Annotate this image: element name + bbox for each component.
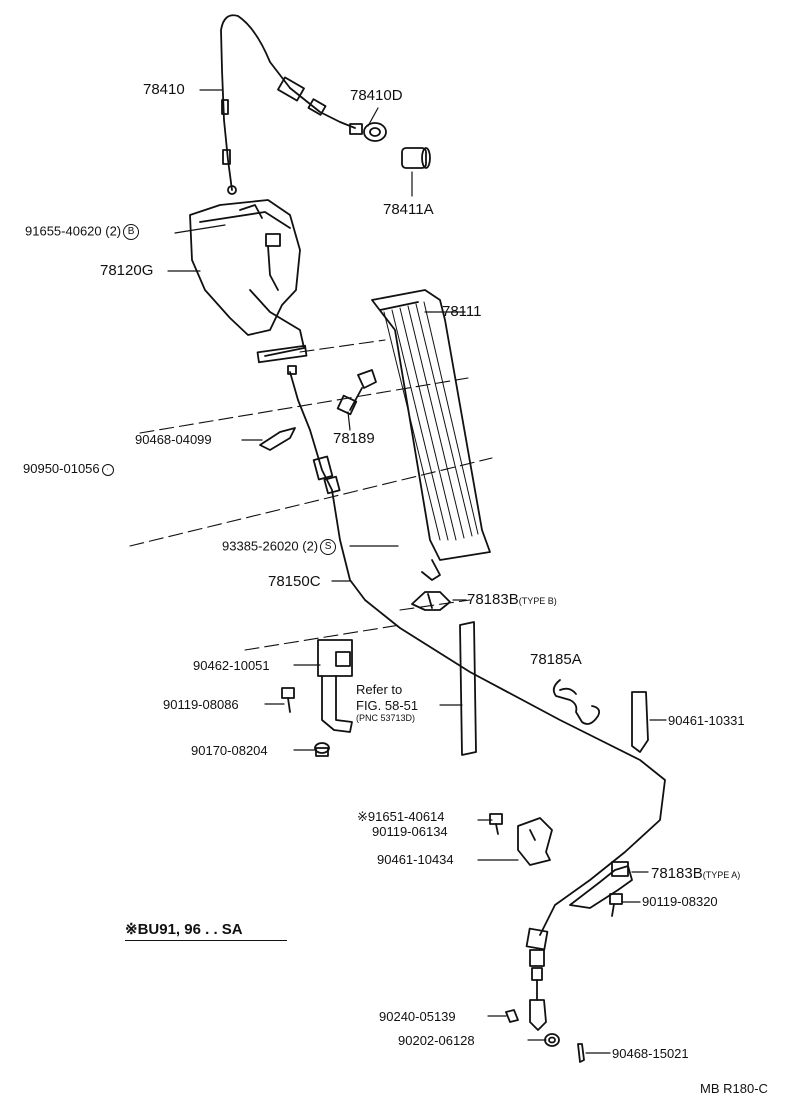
nut-90170-08204 bbox=[314, 742, 330, 757]
applicability-note: ※BU91, 96 . . SA bbox=[125, 921, 243, 938]
label-93385-26020: 93385-26020 (2)S bbox=[222, 538, 337, 555]
pin-90240-05139 bbox=[505, 1009, 519, 1023]
refer-line-3: (PNC 53713D) bbox=[356, 713, 416, 723]
protector-90462-10051 bbox=[317, 639, 353, 733]
floor-section-lines bbox=[129, 339, 493, 651]
clip-90468-15021 bbox=[577, 1043, 585, 1063]
label-90468-04099: 90468-04099 bbox=[135, 432, 212, 447]
washer-90202-06128 bbox=[544, 1033, 560, 1047]
figure-code: MB R180-C bbox=[700, 1081, 768, 1096]
label-90468-15021: 90468-15021 bbox=[612, 1046, 689, 1061]
bolt-90119-08320 bbox=[609, 893, 623, 917]
s-marker: S bbox=[320, 539, 337, 555]
label-78185a: 78185A bbox=[530, 651, 582, 668]
bolt-90119-08086 bbox=[281, 687, 295, 713]
label-78183b-type-a-text: 78183B bbox=[651, 865, 703, 882]
b-marker: B bbox=[123, 224, 140, 240]
label-78411a: 78411A bbox=[383, 201, 434, 218]
label-78410d: 78410D bbox=[350, 87, 403, 104]
bracket-78120g bbox=[189, 199, 308, 364]
refer-line-1: Refer to bbox=[356, 682, 403, 697]
label-type-b: (TYPE B) bbox=[518, 596, 557, 606]
nut-78410d bbox=[349, 122, 387, 142]
cushion-78411a bbox=[401, 147, 431, 169]
pedal-78111 bbox=[371, 289, 491, 581]
refer-line-2: FIG. 58-51 bbox=[356, 698, 419, 713]
label-90461-10331: 90461-10331 bbox=[668, 713, 745, 728]
washer-symbol-icon: · bbox=[101, 463, 114, 476]
spring-78185a bbox=[552, 679, 601, 725]
note-underline bbox=[125, 940, 287, 941]
stopper-bolt-78189 bbox=[336, 369, 377, 416]
label-90119-08320: 90119-08320 bbox=[642, 894, 718, 909]
label-90240-05139: 90240-05139 bbox=[379, 1009, 456, 1024]
cable-78150c bbox=[287, 365, 666, 936]
label-78150c: 78150C bbox=[268, 573, 321, 590]
cable-end-fitting bbox=[525, 927, 549, 1031]
label-90202-06128: 90202-06128 bbox=[398, 1033, 475, 1048]
label-78183b-type-b: 78183B(TYPE B) bbox=[467, 592, 557, 607]
label-91655-40620: 91655-40620 (2)B bbox=[25, 223, 140, 240]
label-90170-08204: 90170-08204 bbox=[191, 743, 268, 758]
label-type-a: (TYPE A) bbox=[702, 870, 741, 880]
bracket-90461-10331 bbox=[631, 691, 649, 753]
label-91655-40620-text: 91655-40620 (2) bbox=[25, 223, 122, 239]
cable-clamp-78183b-type-b bbox=[411, 591, 451, 611]
label-78120g: 78120G bbox=[100, 262, 154, 279]
leader-lines bbox=[167, 89, 667, 1054]
label-90462-10051: 90462-10051 bbox=[193, 658, 270, 673]
bolt-90119-06134 bbox=[489, 813, 503, 835]
label-90119-08086: 90119-08086 bbox=[163, 697, 239, 712]
bracket-90461-10434 bbox=[517, 817, 553, 866]
label-91651-40614: ※91651-40614 bbox=[357, 809, 445, 824]
label-90950-01056: 90950-01056· bbox=[23, 462, 114, 476]
label-90461-10434: 90461-10434 bbox=[377, 852, 454, 867]
label-93385-26020-text: 93385-26020 (2) bbox=[222, 538, 319, 554]
clamp-90468-04099 bbox=[259, 427, 296, 451]
label-90119-06134: 90119-06134 bbox=[372, 824, 448, 839]
label-78410: 78410 bbox=[143, 81, 185, 98]
label-78183b-type-b-text: 78183B bbox=[467, 591, 519, 608]
reference-rod bbox=[459, 621, 477, 756]
label-78111: 78111 bbox=[442, 303, 482, 320]
label-78189: 78189 bbox=[333, 430, 375, 447]
label-90950-01056-text: 90950-01056 bbox=[23, 461, 100, 476]
upper-cable-78410 bbox=[220, 14, 356, 195]
label-78183b-type-a: 78183B(TYPE A) bbox=[651, 866, 740, 881]
cable-clamp-78183b-type-a bbox=[569, 861, 633, 909]
